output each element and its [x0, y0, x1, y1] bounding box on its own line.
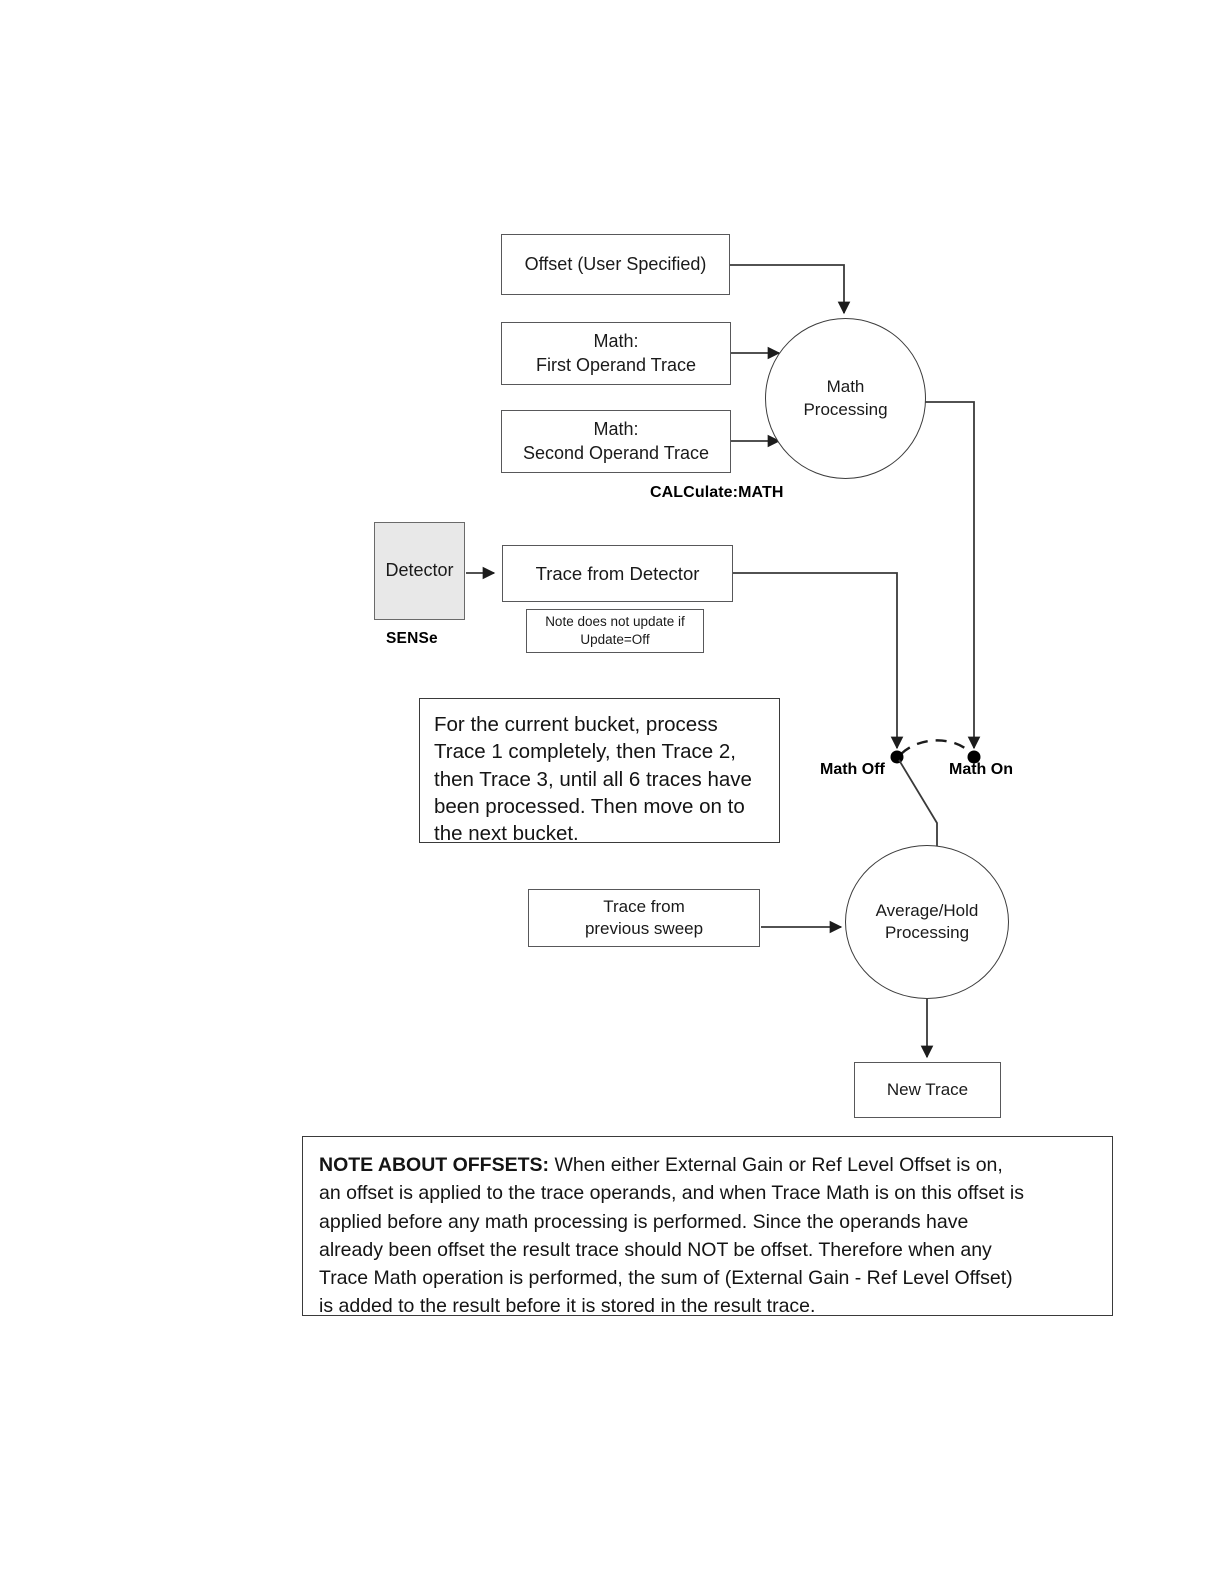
math-off-contact-dot: [890, 750, 904, 764]
bucket-note-line-4: been processed. Then move on to: [434, 794, 745, 818]
second-operand-line-2: Second Operand Trace: [522, 442, 710, 463]
average-hold-circle[interactable]: Average/Hold Processing: [845, 845, 1009, 999]
new-trace-box[interactable]: New Trace: [854, 1062, 1001, 1118]
first-operand-line-1: Math:: [593, 331, 639, 352]
math-processing-line-1: Math: [826, 377, 865, 397]
switch-arc-dashed: [900, 739, 972, 755]
offset-box[interactable]: Offset (User Specified): [501, 234, 730, 295]
connector-math-to-math-on: [922, 401, 981, 750]
first-operand-line-2: First Operand Trace: [535, 354, 697, 375]
offsets-note-line-2: an offset is applied to the trace operan…: [319, 1182, 1024, 1205]
previous-sweep-line-1: Trace from: [603, 897, 685, 917]
bucket-note-line-5: the next bucket.: [434, 822, 579, 845]
average-hold-line-1: Average/Hold: [875, 900, 979, 920]
detector-box[interactable]: Detector: [374, 522, 465, 620]
previous-sweep-box[interactable]: Trace from previous sweep: [528, 889, 760, 947]
offsets-note-line-3: applied before any math processing is pe…: [319, 1210, 969, 1233]
trace-from-detector-label: Trace from Detector: [535, 562, 700, 584]
math-processing-line-2: Processing: [803, 399, 888, 419]
offsets-note-line-6: is added to the result before it is stor…: [319, 1295, 816, 1318]
connector-switch-to-average-hold: [898, 759, 938, 846]
second-operand-line-1: Math:: [593, 419, 639, 440]
bucket-note-box: For the current bucket, process Trace 1 …: [419, 698, 780, 845]
offsets-note-line-4: already been offset the result trace sho…: [319, 1238, 992, 1261]
average-hold-line-2: Processing: [884, 923, 970, 942]
update-note-box: Note does not update if Update=Off: [526, 609, 704, 653]
math-off-label: Math Off: [820, 761, 885, 778]
offsets-note-line-1: NOTE ABOUT OFFSETS: When either External…: [319, 1151, 1096, 1179]
update-note-line-2: Update=Off: [580, 632, 650, 647]
connector-offset-to-math: [730, 264, 851, 315]
math-on-label: Math On: [949, 761, 1013, 778]
calculate-math-label: CALCulate:MATH: [650, 484, 784, 501]
first-operand-box[interactable]: Math: First Operand Trace: [501, 322, 731, 385]
detector-box-label: Detector: [385, 560, 454, 581]
bucket-note-line-2: Trace 1 completely, then Trace 2,: [434, 740, 736, 764]
trace-from-detector-box[interactable]: Trace from Detector: [502, 545, 733, 602]
update-note-line-1: Note does not update if: [545, 613, 685, 629]
previous-sweep-line-2: previous sweep: [584, 919, 704, 938]
offsets-note-line-5: Trace Math operation is performed, the s…: [319, 1267, 1013, 1290]
sense-label: SENSe: [386, 630, 438, 647]
connector-trace-to-math-off: [733, 572, 904, 750]
bucket-note-line-3: then Trace 3, until all 6 traces have: [434, 767, 752, 791]
offsets-note-line-1-rest: When either External Gain or Ref Level O…: [549, 1154, 1003, 1176]
offsets-note-box: NOTE ABOUT OFFSETS: When either External…: [302, 1136, 1113, 1317]
math-processing-circle[interactable]: Math Processing: [765, 318, 926, 479]
offset-box-label: Offset (User Specified): [524, 253, 707, 274]
math-on-contact-dot: [967, 750, 981, 764]
second-operand-box[interactable]: Math: Second Operand Trace: [501, 410, 731, 473]
new-trace-label: New Trace: [886, 1080, 969, 1100]
bucket-note-line-1: For the current bucket, process: [434, 713, 718, 736]
offsets-note-heading: NOTE ABOUT OFFSETS:: [319, 1154, 550, 1176]
